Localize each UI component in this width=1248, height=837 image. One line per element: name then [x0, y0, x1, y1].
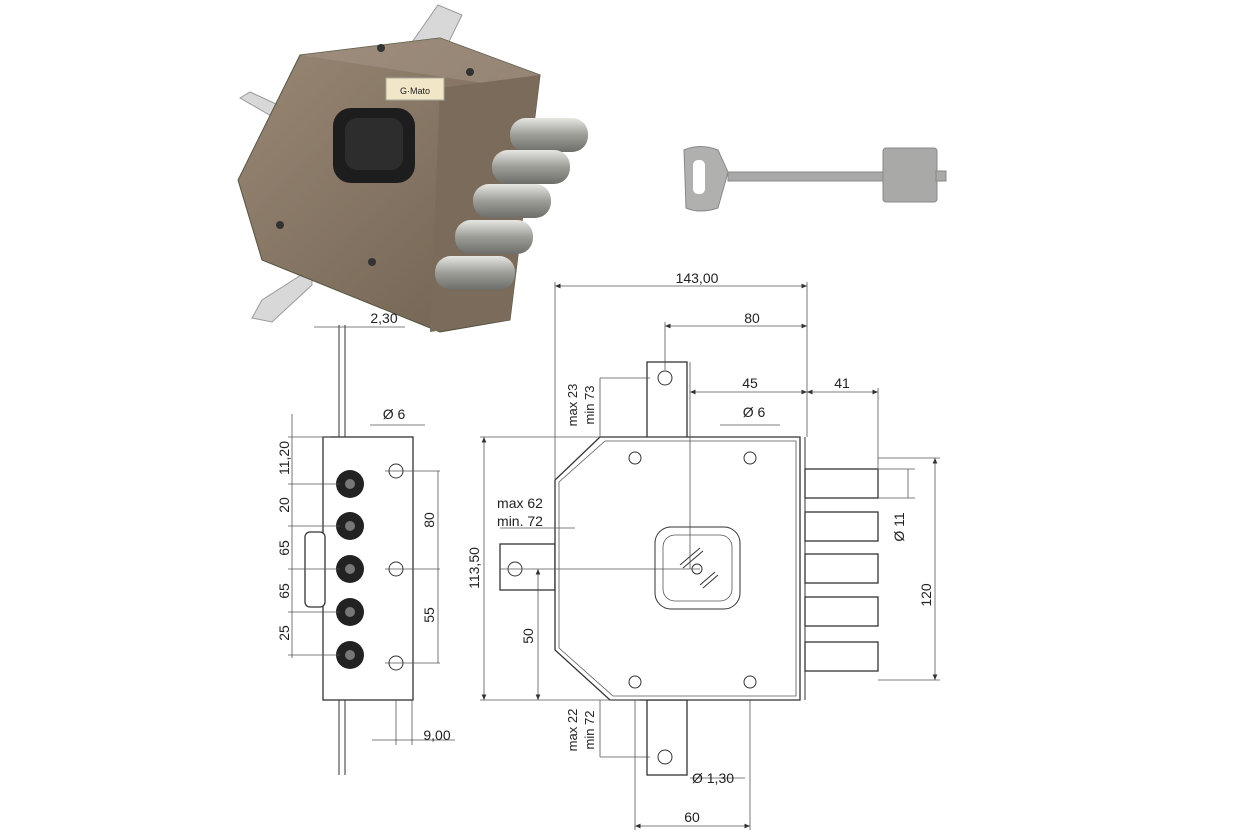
dim-height: 113,50 [466, 547, 482, 589]
dim-bolt-offset: 45 [742, 375, 758, 391]
lock-photo: G·Mato [237, 4, 588, 333]
dim-side-pitch-4: 25 [276, 625, 292, 641]
dim-top-bracket-min: min 73 [582, 385, 597, 424]
dim-bolt-throw: 41 [834, 375, 850, 391]
key-photo [683, 146, 947, 212]
lock-bolts [435, 118, 588, 290]
dim-spindle-height: 50 [520, 628, 536, 644]
side-view [288, 325, 455, 775]
dim-bottom-bracket-min: min 72 [582, 710, 597, 749]
dim-screw-diameter: Ø 1,30 [692, 770, 734, 786]
dim-strike-offset: 80 [744, 310, 760, 326]
brand-plate: G·Mato [400, 86, 430, 96]
dim-bottom-bracket-max: max 22 [565, 709, 580, 752]
side-bolt-holes [336, 470, 364, 669]
dim-side-pitch-2: 65 [276, 540, 292, 556]
dim-bolt-span: 120 [918, 583, 934, 607]
front-bolts [804, 468, 879, 672]
dim-side-hole-diameter: Ø 6 [383, 406, 406, 422]
dim-bolt-diameter: Ø 11 [891, 512, 907, 542]
dim-side-pitch-1: 20 [276, 497, 292, 513]
dim-backset-min: min. 72 [497, 513, 543, 529]
dim-faceplate-thickness: 2,30 [370, 310, 397, 326]
dim-top-hole-diameter: Ø 6 [743, 404, 766, 420]
front-view [480, 282, 940, 830]
dim-side-hole-2: 55 [421, 607, 437, 623]
dim-total-width: 143,00 [676, 270, 719, 286]
dim-bottom-width: 60 [684, 809, 700, 825]
dim-side-hole-1: 80 [421, 512, 437, 528]
dim-top-bracket-max: max 23 [565, 384, 580, 427]
dim-backset-max: max 62 [497, 495, 543, 511]
dim-side-top: 11,20 [276, 441, 292, 475]
dim-side-pitch-3: 65 [276, 583, 292, 599]
dim-faceplate-offset: 9,00 [423, 727, 450, 743]
